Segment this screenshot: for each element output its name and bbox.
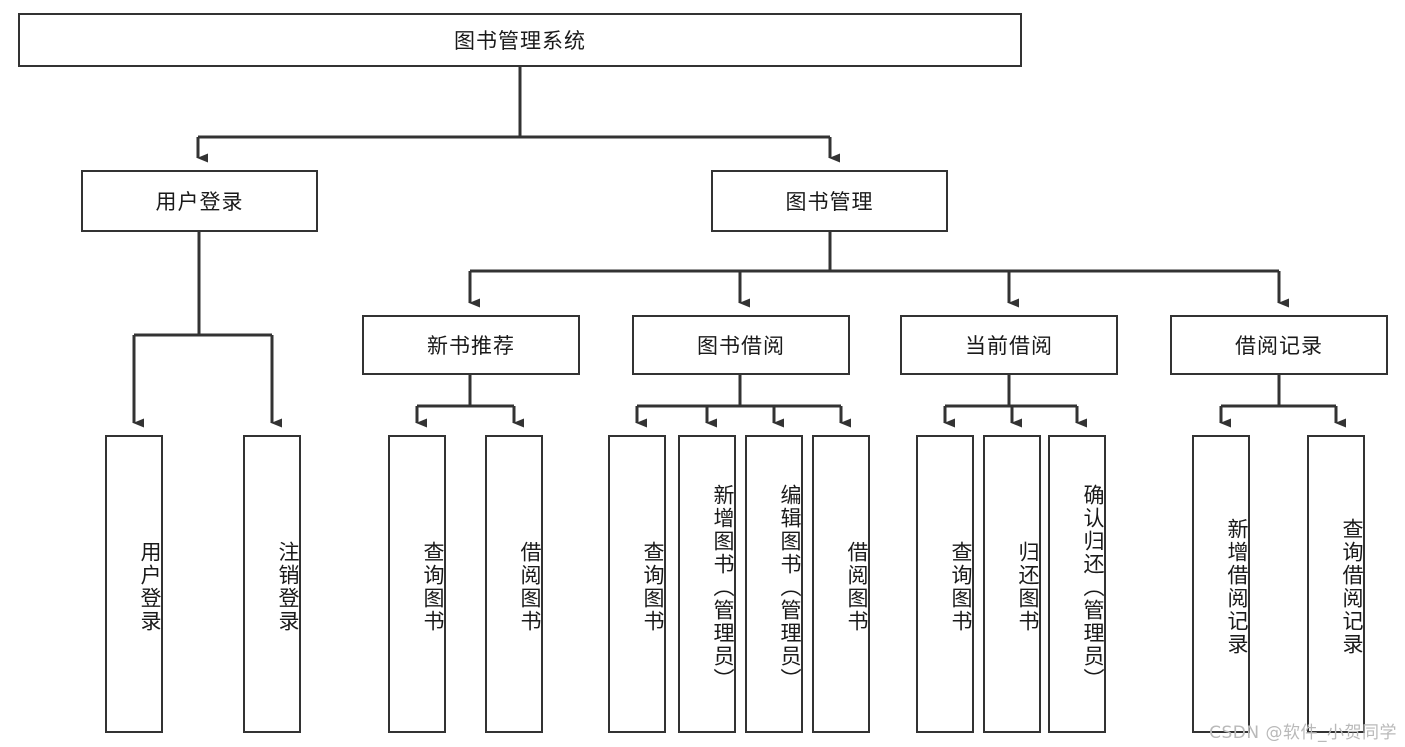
node-label: 用户登录 — [138, 541, 162, 633]
node-root-system[interactable]: 图书管理系统 — [18, 13, 1022, 67]
node-label: 新书推荐 — [427, 334, 515, 358]
node-label: 用户登录 — [155, 190, 244, 214]
node-label: 确认归还（管理员） — [1081, 483, 1105, 691]
node-label: 查询借阅记录 — [1340, 518, 1364, 656]
node-user-login[interactable]: 用户登录 — [81, 170, 318, 232]
node-current-borrow[interactable]: 当前借阅 — [900, 315, 1118, 375]
leaf-new-book-query[interactable]: 查询图书 — [388, 435, 446, 733]
node-label: 查询图书 — [421, 541, 445, 633]
node-label: 查询图书 — [641, 541, 665, 633]
node-book-management[interactable]: 图书管理 — [711, 170, 948, 232]
leaf-current-borrow-query[interactable]: 查询图书 — [916, 435, 974, 733]
node-label: 查询图书 — [949, 541, 973, 633]
leaf-current-borrow-confirm-return[interactable]: 确认归还（管理员） — [1048, 435, 1106, 733]
node-label: 借阅图书 — [845, 541, 869, 633]
node-label: 图书管理 — [785, 190, 874, 214]
node-label: 注销登录 — [276, 541, 300, 633]
leaf-book-borrow-add[interactable]: 新增图书（管理员） — [678, 435, 736, 733]
node-label: 新增图书（管理员） — [711, 483, 735, 691]
leaf-user-login-logout[interactable]: 注销登录 — [243, 435, 301, 733]
leaf-borrow-record-query[interactable]: 查询借阅记录 — [1307, 435, 1365, 733]
watermark-text: CSDN @软件_小贺同学 — [1209, 723, 1397, 743]
leaf-book-borrow-query[interactable]: 查询图书 — [608, 435, 666, 733]
leaf-user-login-login[interactable]: 用户登录 — [105, 435, 163, 733]
node-borrow-record[interactable]: 借阅记录 — [1170, 315, 1388, 375]
node-new-book-recommend[interactable]: 新书推荐 — [362, 315, 580, 375]
node-book-borrow[interactable]: 图书借阅 — [632, 315, 850, 375]
leaf-new-book-borrow[interactable]: 借阅图书 — [485, 435, 543, 733]
leaf-borrow-record-add[interactable]: 新增借阅记录 — [1192, 435, 1250, 733]
leaf-book-borrow-borrow[interactable]: 借阅图书 — [812, 435, 870, 733]
node-label: 图书管理系统 — [454, 29, 586, 53]
node-label: 新增借阅记录 — [1225, 518, 1249, 656]
node-label: 编辑图书（管理员） — [778, 483, 802, 691]
leaf-current-borrow-return[interactable]: 归还图书 — [983, 435, 1041, 733]
node-label: 借阅记录 — [1235, 334, 1323, 358]
node-label: 当前借阅 — [965, 334, 1053, 358]
leaf-book-borrow-edit[interactable]: 编辑图书（管理员） — [745, 435, 803, 733]
node-label: 图书借阅 — [697, 334, 785, 358]
node-label: 归还图书 — [1016, 541, 1040, 633]
node-label: 借阅图书 — [518, 541, 542, 633]
